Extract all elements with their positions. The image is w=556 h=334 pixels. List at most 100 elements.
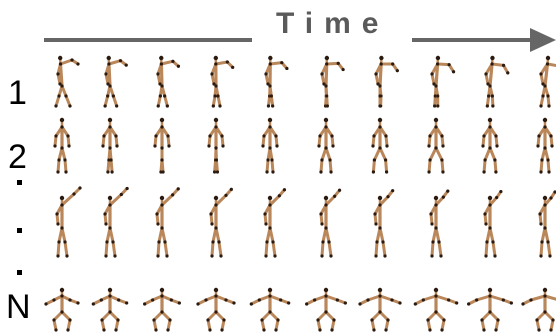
- figure-limb: [106, 242, 107, 256]
- figure-joint: [549, 196, 552, 199]
- ellipsis-dot: [17, 270, 22, 275]
- figure-joint: [177, 65, 180, 68]
- figure-limb: [216, 160, 217, 172]
- figure-joint: [488, 203, 491, 206]
- figure-joint: [76, 62, 79, 65]
- figure-joint: [56, 170, 59, 173]
- figure-limb: [545, 228, 548, 242]
- figure-joint: [78, 186, 81, 189]
- figure-joint: [156, 222, 159, 225]
- figure-joint: [279, 298, 282, 301]
- figure-joint: [491, 94, 494, 97]
- figure-limb: [273, 242, 275, 256]
- figure-joint: [116, 318, 119, 321]
- figure-limb: [111, 160, 112, 172]
- figure-joint: [396, 69, 399, 72]
- row-label-2: 2: [8, 138, 27, 176]
- figure-limb: [548, 160, 549, 172]
- figure-joint: [214, 203, 217, 206]
- figure-limb: [65, 242, 67, 256]
- figure-joint: [163, 94, 166, 97]
- figure-limb: [219, 242, 221, 256]
- stick-figure-frame: [101, 118, 118, 174]
- figure-joint: [214, 310, 217, 313]
- figure-joint: [265, 170, 268, 173]
- figure-joint: [539, 72, 542, 75]
- figure-limb: [493, 242, 495, 256]
- figure-joint: [374, 72, 377, 75]
- stick-figure-frame: [521, 288, 556, 332]
- figure-joint: [378, 196, 382, 200]
- figure-joint: [483, 158, 486, 161]
- figure-joint: [548, 254, 551, 257]
- figure-joint: [265, 240, 268, 243]
- figure-limb: [428, 312, 436, 320]
- figure-joint: [280, 61, 283, 64]
- figure-joint: [378, 125, 381, 128]
- stick-figure-frame: [358, 288, 401, 332]
- figure-joint: [318, 134, 321, 137]
- figure-joint: [218, 104, 221, 107]
- figure-joint: [324, 226, 327, 229]
- figure-joint: [320, 254, 323, 257]
- figure-limb: [212, 242, 213, 256]
- figure-joint: [160, 118, 164, 122]
- figure-limb: [330, 160, 331, 172]
- figure-joint: [325, 62, 328, 65]
- figure-limb: [372, 312, 380, 320]
- stick-figure-frame: [427, 118, 444, 174]
- figure-joint: [160, 62, 163, 65]
- figure-joint: [539, 104, 542, 107]
- figure-joint: [385, 144, 388, 147]
- figure-limb: [545, 296, 556, 300]
- figure-joint: [210, 254, 213, 257]
- figure-joint: [378, 104, 381, 107]
- figure-joint: [104, 72, 107, 75]
- stick-figure-frame: [104, 56, 128, 108]
- stick-figure-frame: [319, 189, 341, 258]
- figure-joint: [384, 158, 387, 161]
- figure-joint: [160, 294, 163, 297]
- figure-limb: [272, 160, 273, 172]
- figure-limb: [537, 312, 545, 320]
- figure-joint: [268, 118, 272, 122]
- figure-joint: [165, 254, 168, 257]
- figure-joint: [429, 212, 432, 215]
- figure-joint: [274, 134, 277, 137]
- figure-joint: [440, 134, 443, 137]
- figure-joint: [117, 298, 120, 301]
- figure-joint: [159, 56, 163, 60]
- figure-joint: [206, 318, 209, 321]
- figure-joint: [488, 196, 492, 200]
- figure-limb: [386, 160, 387, 172]
- figure-joint: [455, 301, 458, 304]
- figure-limb: [266, 242, 267, 256]
- figure-joint: [232, 301, 235, 304]
- stick-figure-frame: [429, 190, 449, 258]
- figure-joint: [56, 254, 59, 257]
- figure-joint: [488, 146, 491, 149]
- figure-joint: [329, 254, 332, 257]
- figure-limb: [373, 160, 374, 172]
- figure-joint: [539, 254, 542, 257]
- figure-joint: [329, 170, 332, 173]
- figure-joint: [213, 170, 216, 173]
- figure-joint: [436, 62, 439, 65]
- figure-joint: [271, 104, 274, 107]
- figure-joint: [270, 158, 273, 161]
- figure-joint: [268, 203, 271, 206]
- figure-joint: [332, 318, 335, 321]
- figure-joint: [378, 118, 382, 122]
- figure-joint: [434, 288, 438, 292]
- stick-figure-frame: [263, 188, 286, 257]
- figure-limb: [326, 228, 329, 242]
- figure-joint: [54, 328, 57, 331]
- figure-joint: [521, 302, 524, 305]
- stick-figure-frame: [414, 288, 459, 332]
- figure-joint: [428, 158, 431, 161]
- figure-joint: [108, 125, 111, 128]
- figure-joint: [482, 170, 485, 173]
- figure-joint: [207, 144, 210, 147]
- figure-joint: [490, 62, 493, 65]
